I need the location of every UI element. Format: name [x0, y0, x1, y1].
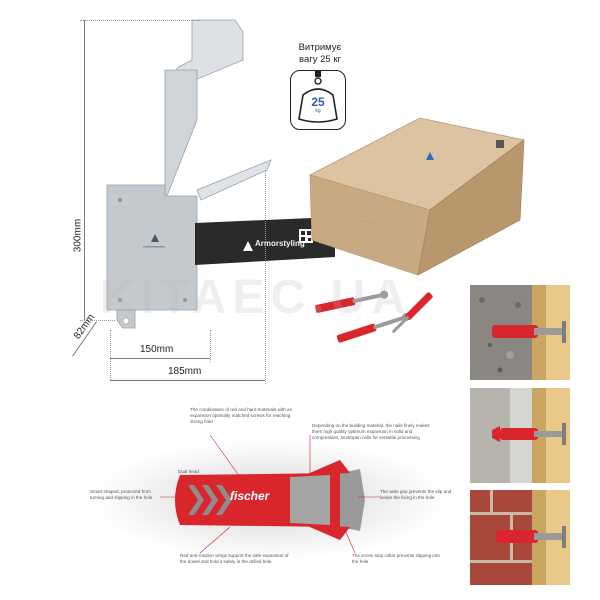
- weight-icon: [298, 71, 338, 123]
- dowel-infographic: fischer The combination of red and hard …: [90, 405, 460, 585]
- install-photo-brick: [470, 490, 570, 585]
- dimension-outer-width-tick-right: [265, 170, 267, 384]
- dimension-height-tick-top: [80, 20, 200, 22]
- concrete-install-drawing: [470, 285, 570, 380]
- dimension-outer-width-label: 185mm: [168, 366, 202, 377]
- dimension-outer-width-line: [110, 380, 265, 382]
- drywall-install-drawing: [470, 388, 570, 483]
- bracket-drawing: [106, 19, 272, 329]
- box-drawing: · · · · ·: [308, 117, 525, 276]
- dimension-inner-width-tick-right: [210, 330, 212, 362]
- dowel-drawing: [90, 434, 450, 560]
- load-badge-line2: вагу 25 кг: [299, 54, 341, 65]
- screws-dowels-illustration: [305, 285, 455, 345]
- dimension-inner-width-line: [110, 358, 210, 360]
- dimension-height-line: [84, 20, 86, 320]
- annotation-right: The wide grip prevents the slip and keep…: [380, 489, 452, 500]
- annotation-top-left: The combination of red and hard material…: [190, 407, 293, 424]
- dimension-inner-width-tick-left: [110, 330, 112, 380]
- bracket-illustration: [95, 10, 285, 330]
- install-photo-concrete: [470, 285, 570, 380]
- install-photo-drywall: [470, 388, 570, 483]
- dowel-brand-mark: fischer: [230, 489, 270, 503]
- annotation-left: Smart shaped, protected from turning and…: [90, 489, 153, 500]
- dimension-height-label: 300mm: [72, 218, 84, 253]
- dimension-inner-width-label: 150mm: [140, 344, 174, 355]
- load-badge-icon: 25 kg: [290, 70, 346, 130]
- annotation-top-right: Depending on the building material, the …: [312, 423, 430, 440]
- dimension-height-tick-bottom: [80, 320, 115, 322]
- load-badge-line1: Витримує: [298, 42, 342, 53]
- annotation-bottom-right: The screw stop collar prevents slipping …: [352, 553, 440, 564]
- load-badge-weight: 25: [311, 95, 325, 109]
- packaging-box-illustration: · · · · ·: [300, 100, 530, 290]
- annotation-label-small: Dual head: [178, 469, 199, 474]
- annotation-bottom-left: Red anti-rotation wings support the safe…: [180, 553, 289, 564]
- load-badge-unit: kg: [315, 108, 321, 114]
- strap-brand-label: Armorstyling: [255, 239, 305, 248]
- brick-install-drawing: [470, 490, 570, 585]
- screws-drawing: [315, 290, 433, 343]
- watermark-text: KITAEC.UA: [100, 271, 412, 324]
- svg-text:· · · · ·: · · · · ·: [360, 217, 381, 228]
